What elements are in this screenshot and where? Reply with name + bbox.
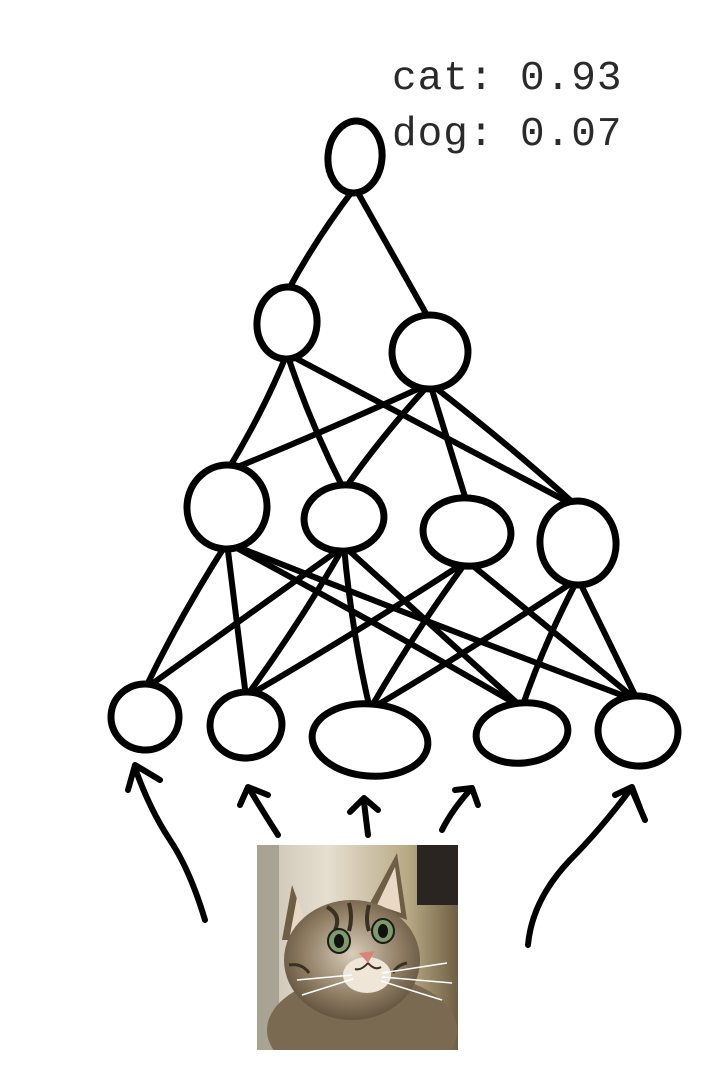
network-edge	[341, 543, 525, 711]
network-edge	[341, 380, 433, 493]
node-layer2-0	[183, 461, 271, 553]
node-layer3-4	[594, 692, 682, 770]
network-edge	[243, 543, 347, 700]
network-edge	[243, 557, 470, 700]
network-edge	[341, 543, 373, 713]
network-edge	[367, 575, 581, 713]
input-arrow-icon	[439, 785, 481, 833]
network-edge	[427, 380, 470, 507]
node-layer3-1	[206, 688, 286, 762]
node-layer2-3	[536, 497, 620, 589]
node-layer3-0	[107, 680, 183, 754]
network-edges	[142, 184, 641, 713]
node-layer3-2	[308, 700, 432, 780]
network-edge	[224, 380, 433, 475]
input-arrow-icon	[525, 784, 648, 948]
network-edge	[367, 557, 470, 713]
network-edge	[284, 184, 358, 296]
network-nodes	[107, 117, 682, 780]
input-arrows	[125, 762, 648, 948]
prediction-cat: cat: 0.93	[392, 56, 623, 102]
network-edge	[224, 350, 290, 475]
input-arrow-icon	[237, 784, 281, 838]
network-edge	[519, 575, 581, 711]
node-layer1-0	[253, 283, 321, 363]
network-edge	[142, 543, 347, 692]
node-layer2-1	[300, 481, 388, 555]
network-edge	[224, 539, 525, 711]
node-layer1-1	[388, 311, 472, 393]
network-edge	[352, 184, 433, 324]
prediction-dog: dog: 0.07	[392, 112, 623, 158]
network-edge	[284, 350, 347, 493]
node-layer2-2	[419, 494, 515, 570]
network-edge	[284, 350, 581, 511]
network-edge	[427, 380, 581, 511]
input-arrow-icon	[347, 795, 381, 838]
network-edge	[142, 539, 230, 692]
network-edge	[575, 575, 641, 705]
node-layer3-3	[472, 699, 572, 767]
node-layer0-0	[324, 117, 386, 197]
input-arrow-icon	[125, 762, 208, 923]
input-cat-photo	[257, 845, 458, 1050]
